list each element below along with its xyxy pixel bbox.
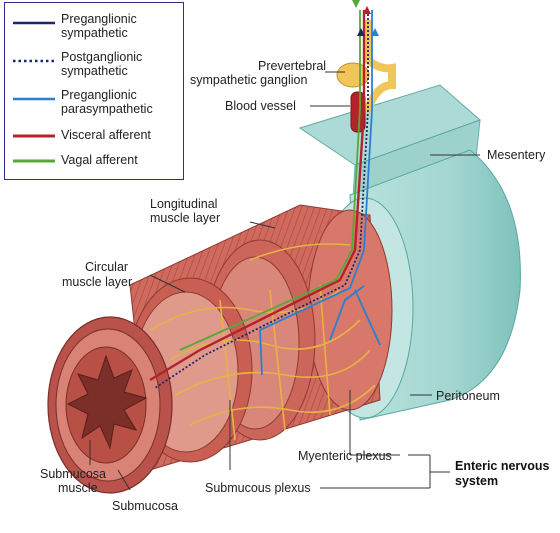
label-prevertebral-line1: Prevertebral (258, 59, 326, 73)
label-submucosa: Submucosa (112, 499, 178, 513)
label-mesentery: Mesentery (487, 148, 546, 162)
nerve-fibers (149, 10, 381, 389)
legend-label: Vagal afferent (61, 153, 138, 167)
label-longitudinal-line2: muscle layer (150, 211, 220, 225)
label-peritoneum: Peritoneum (436, 389, 500, 403)
legend: Preganglionic sympathetic Postganglionic… (4, 2, 184, 180)
prevertebral-ganglion (336, 20, 396, 114)
vagal-afferent-swatch (13, 159, 55, 163)
label-enteric-line2: system (455, 474, 498, 488)
preganglionic-sympathetic-swatch (13, 21, 55, 25)
label-submucosa-muscle-line1: Submucosa (40, 467, 106, 481)
label-submucous-plexus: Submucous plexus (205, 481, 311, 495)
preganglionic-parasympathetic-swatch (13, 97, 55, 101)
direction-arrows (352, 0, 379, 36)
label-enteric-line1: Enteric nervous (455, 459, 550, 473)
leader-lines (89, 71, 480, 491)
visceral-afferent-swatch (13, 134, 55, 138)
label-circular-line2: muscle layer (62, 275, 132, 289)
legend-label: Visceral afferent (61, 128, 151, 142)
label-blood-vessel: Blood vessel (225, 99, 296, 113)
label-myenteric-plexus: Myenteric plexus (298, 449, 392, 463)
label-prevertebral-line2: sympathetic ganglion (190, 73, 307, 87)
label-submucosa-muscle-line2: muscle (58, 481, 98, 495)
legend-label: Postganglionic sympathetic (61, 50, 143, 78)
diagram-labels: Prevertebral sympathetic ganglion Blood … (40, 59, 550, 513)
label-circular-line1: Circular (85, 260, 128, 274)
legend-label: Preganglionic parasympathetic (61, 88, 153, 116)
postganglionic-sympathetic-swatch (13, 59, 55, 63)
intestine-tube (47, 204, 393, 494)
label-longitudinal-line1: Longitudinal (150, 197, 217, 211)
legend-label: Preganglionic sympathetic (61, 12, 137, 40)
